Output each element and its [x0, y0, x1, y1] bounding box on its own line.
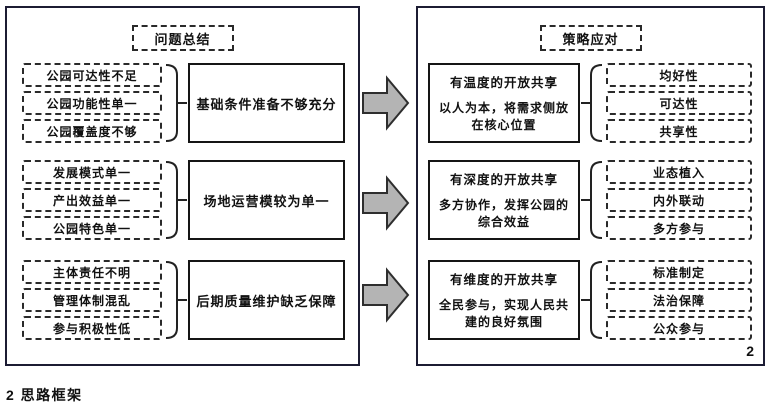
- strategy-items-1: 均好性 可达性 共享性: [606, 63, 752, 143]
- problem-item: 公园特色单一: [22, 216, 162, 240]
- strategy-group-2: 有深度的开放共享 多方协作，发挥公园的综合效益 业态植入 内外联动 多方参与: [418, 160, 763, 240]
- problem-item: 发展模式单一: [22, 160, 162, 184]
- problem-item: 主体责任不明: [22, 260, 162, 284]
- strategy-items-3: 标准制定 法治保障 公众参与: [606, 260, 752, 340]
- problem-group-2: 发展模式单一 产出效益单一 公园特色单一 场地运营模较为单一: [7, 160, 358, 240]
- problem-item: 参与积极性低: [22, 316, 162, 340]
- strategy-heading: 有深度的开放共享: [449, 172, 558, 187]
- page-number: 2: [746, 343, 754, 359]
- problem-item: 公园可达性不足: [22, 63, 162, 87]
- strategy-heading: 有温度的开放共享: [449, 75, 558, 90]
- problem-item: 公园覆盖度不够: [22, 119, 162, 143]
- problem-group-3: 主体责任不明 管理体制混乱 参与积极性低 后期质量维护缺乏保障: [7, 260, 358, 340]
- brace-left-tick-icon: [581, 261, 603, 339]
- brace-left-tick-icon: [581, 64, 603, 142]
- strategy-body: 多方协作，发挥公园的综合效益: [438, 197, 569, 229]
- strategy-summary-box: 有深度的开放共享 多方协作，发挥公园的综合效益: [428, 160, 580, 240]
- problem-summary-box: 基础条件准备不够充分: [188, 63, 345, 143]
- block-arrow-right-icon: [362, 175, 410, 231]
- problem-item: 产出效益单一: [22, 188, 162, 212]
- problem-items-3: 主体责任不明 管理体制混乱 参与积极性低: [22, 260, 162, 340]
- brace-right-tick-icon: [165, 161, 187, 239]
- strategy-item: 可达性: [606, 91, 752, 115]
- strategy-summary-box: 有维度的开放共享 全民参与，实现人民共建的良好氛围: [428, 260, 580, 340]
- strategy-panel-title: 策略应对: [539, 25, 642, 51]
- strategy-items-2: 业态植入 内外联动 多方参与: [606, 160, 752, 240]
- strategy-body: 全民参与，实现人民共建的良好氛围: [438, 297, 569, 329]
- problem-item: 管理体制混乱: [22, 288, 162, 312]
- problem-items-2: 发展模式单一 产出效益单一 公园特色单一: [22, 160, 162, 240]
- problem-panel: 问题总结 公园可达性不足 公园功能性单一 公园覆盖度不够 基础条件准备不够充分 …: [5, 6, 360, 366]
- brace-right-tick-icon: [165, 64, 187, 142]
- strategy-item: 均好性: [606, 63, 752, 87]
- block-arrow-right-icon: [362, 267, 410, 323]
- strategy-group-3: 有维度的开放共享 全民参与，实现人民共建的良好氛围 标准制定 法治保障 公众参与: [418, 260, 763, 340]
- strategy-item: 内外联动: [606, 188, 752, 212]
- block-arrow-right-icon: [362, 75, 410, 131]
- brace-left-tick-icon: [581, 161, 603, 239]
- problem-summary-box: 后期质量维护缺乏保障: [188, 260, 345, 340]
- brace-right-tick-icon: [165, 261, 187, 339]
- strategy-group-1: 有温度的开放共享 以人为本，将需求侧放在核心位置 均好性 可达性 共享性: [418, 63, 763, 143]
- strategy-item: 公众参与: [606, 316, 752, 340]
- strategy-item: 多方参与: [606, 216, 752, 240]
- problem-panel-title: 问题总结: [131, 25, 234, 51]
- strategy-panel: 策略应对 有温度的开放共享 以人为本，将需求侧放在核心位置 均好性 可达性 共享…: [416, 6, 765, 366]
- figure-caption: 2 思路框架: [6, 387, 83, 403]
- problem-item: 公园功能性单一: [22, 91, 162, 115]
- problem-summary-box: 场地运营模较为单一: [188, 160, 345, 240]
- strategy-body: 以人为本，将需求侧放在核心位置: [438, 100, 569, 132]
- strategy-item: 共享性: [606, 119, 752, 143]
- strategy-summary-box: 有温度的开放共享 以人为本，将需求侧放在核心位置: [428, 63, 580, 143]
- strategy-item: 法治保障: [606, 288, 752, 312]
- problem-group-1: 公园可达性不足 公园功能性单一 公园覆盖度不够 基础条件准备不够充分: [7, 63, 358, 143]
- problem-items-1: 公园可达性不足 公园功能性单一 公园覆盖度不够: [22, 63, 162, 143]
- strategy-item: 业态植入: [606, 160, 752, 184]
- strategy-item: 标准制定: [606, 260, 752, 284]
- strategy-heading: 有维度的开放共享: [449, 272, 558, 287]
